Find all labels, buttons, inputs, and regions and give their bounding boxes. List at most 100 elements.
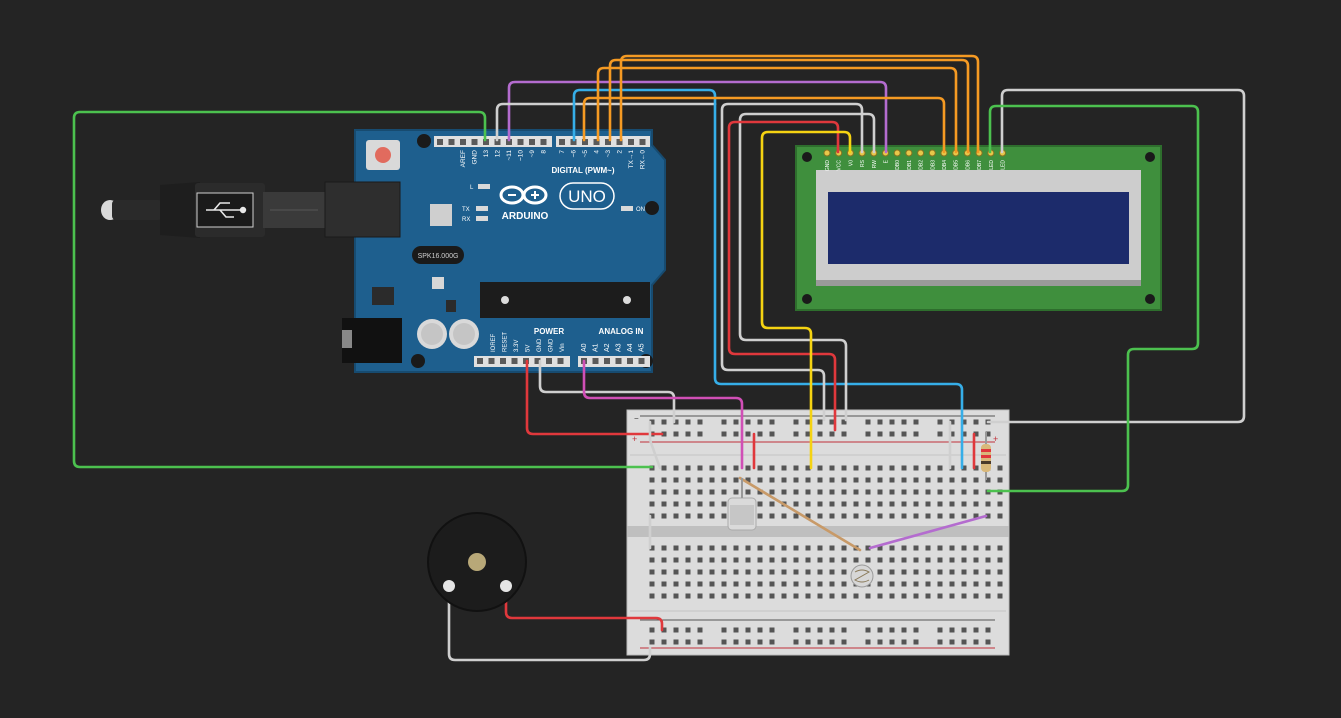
wire-orange-2[interactable]	[596, 66, 958, 154]
breadboard-hole[interactable]	[697, 419, 703, 425]
wire-orange-1[interactable]	[582, 96, 946, 154]
wire-red-piezo[interactable]	[504, 584, 664, 632]
breadboard-hole[interactable]	[865, 501, 871, 507]
breadboard-hole[interactable]	[757, 431, 763, 437]
breadboard-hole[interactable]	[661, 501, 667, 507]
breadboard-hole[interactable]	[745, 477, 751, 483]
breadboard-hole[interactable]	[769, 477, 775, 483]
breadboard-hole[interactable]	[961, 477, 967, 483]
breadboard-hole[interactable]	[661, 431, 667, 437]
wire-blue[interactable]	[572, 88, 964, 470]
breadboard-hole[interactable]	[769, 581, 775, 587]
breadboard-hole[interactable]	[745, 557, 751, 563]
breadboard-hole[interactable]	[817, 419, 823, 425]
wire-white-right[interactable]	[986, 88, 1246, 424]
breadboard-hole[interactable]	[901, 545, 907, 551]
breadboard-hole[interactable]	[889, 501, 895, 507]
breadboard-hole[interactable]	[661, 545, 667, 551]
breadboard-hole[interactable]	[853, 513, 859, 519]
breadboard-hole[interactable]	[925, 501, 931, 507]
breadboard-hole[interactable]	[721, 627, 727, 633]
wire-red-lcd[interactable]	[727, 120, 840, 432]
breadboard-hole[interactable]	[649, 593, 655, 599]
breadboard-hole[interactable]	[985, 593, 991, 599]
arduino-uno-board[interactable]: SPK16.000G ARDUINO UNO L TX RX	[324, 129, 666, 373]
breadboard-hole[interactable]	[757, 501, 763, 507]
breadboard-hole[interactable]	[877, 465, 883, 471]
breadboard-hole[interactable]	[817, 639, 823, 645]
breadboard-hole[interactable]	[973, 545, 979, 551]
breadboard-hole[interactable]	[817, 513, 823, 519]
breadboard-hole[interactable]	[961, 581, 967, 587]
header-pin[interactable]	[616, 139, 623, 145]
breadboard-hole[interactable]	[889, 419, 895, 425]
breadboard-hole[interactable]	[733, 431, 739, 437]
breadboard-hole[interactable]	[745, 419, 751, 425]
breadboard-hole[interactable]	[841, 545, 847, 551]
breadboard-hole[interactable]	[841, 569, 847, 575]
breadboard-hole[interactable]	[865, 627, 871, 633]
breadboard-hole[interactable]	[865, 489, 871, 495]
breadboard-hole[interactable]	[889, 489, 895, 495]
breadboard-hole[interactable]	[661, 639, 667, 645]
breadboard-hole[interactable]	[925, 593, 931, 599]
breadboard-hole[interactable]	[721, 545, 727, 551]
breadboard-hole[interactable]	[793, 489, 799, 495]
breadboard-hole[interactable]	[841, 477, 847, 483]
wire-yellow-lcd[interactable]	[760, 130, 852, 470]
breadboard-hole[interactable]	[973, 431, 979, 437]
breadboard-hole[interactable]	[949, 593, 955, 599]
breadboard-hole[interactable]	[745, 489, 751, 495]
breadboard-hole[interactable]	[757, 513, 763, 519]
breadboard-hole[interactable]	[841, 489, 847, 495]
breadboard-hole[interactable]	[769, 489, 775, 495]
breadboard-hole[interactable]	[937, 431, 943, 437]
breadboard-hole[interactable]	[949, 477, 955, 483]
breadboard-hole[interactable]	[925, 489, 931, 495]
breadboard-hole[interactable]	[961, 513, 967, 519]
header-pin[interactable]	[534, 358, 541, 364]
breadboard-hole[interactable]	[829, 513, 835, 519]
breadboard-hole[interactable]	[709, 569, 715, 575]
breadboard-hole[interactable]	[937, 545, 943, 551]
breadboard-hole[interactable]	[973, 581, 979, 587]
breadboard-hole[interactable]	[721, 501, 727, 507]
breadboard-hole[interactable]	[877, 501, 883, 507]
breadboard-hole[interactable]	[865, 557, 871, 563]
breadboard-hole[interactable]	[805, 545, 811, 551]
breadboard-hole[interactable]	[973, 489, 979, 495]
breadboard-hole[interactable]	[745, 639, 751, 645]
breadboard-hole[interactable]	[817, 477, 823, 483]
breadboard-hole[interactable]	[877, 593, 883, 599]
breadboard-hole[interactable]	[673, 627, 679, 633]
breadboard-hole[interactable]	[793, 431, 799, 437]
breadboard-hole[interactable]	[673, 581, 679, 587]
breadboard-hole[interactable]	[829, 477, 835, 483]
breadboard-hole[interactable]	[721, 465, 727, 471]
breadboard-hole[interactable]	[889, 593, 895, 599]
header-pin[interactable]	[529, 139, 535, 145]
breadboard-hole[interactable]	[709, 593, 715, 599]
breadboard-hole[interactable]	[973, 513, 979, 519]
breadboard-hole[interactable]	[829, 501, 835, 507]
breadboard-hole[interactable]	[889, 557, 895, 563]
breadboard-hole[interactable]	[889, 569, 895, 575]
breadboard-hole[interactable]	[757, 489, 763, 495]
resistor[interactable]	[981, 432, 991, 480]
breadboard-hole[interactable]	[889, 627, 895, 633]
breadboard-hole[interactable]	[697, 545, 703, 551]
breadboard-hole[interactable]	[745, 581, 751, 587]
breadboard-hole[interactable]	[769, 569, 775, 575]
breadboard-hole[interactable]	[853, 557, 859, 563]
breadboard-hole[interactable]	[769, 627, 775, 633]
breadboard-hole[interactable]	[841, 419, 847, 425]
breadboard-hole[interactable]	[673, 501, 679, 507]
breadboard-hole[interactable]	[949, 545, 955, 551]
breadboard-hole[interactable]	[805, 419, 811, 425]
breadboard-hole[interactable]	[709, 489, 715, 495]
breadboard-hole[interactable]	[961, 569, 967, 575]
breadboard-hole[interactable]	[913, 569, 919, 575]
breadboard-hole[interactable]	[697, 569, 703, 575]
breadboard-hole[interactable]	[817, 431, 823, 437]
